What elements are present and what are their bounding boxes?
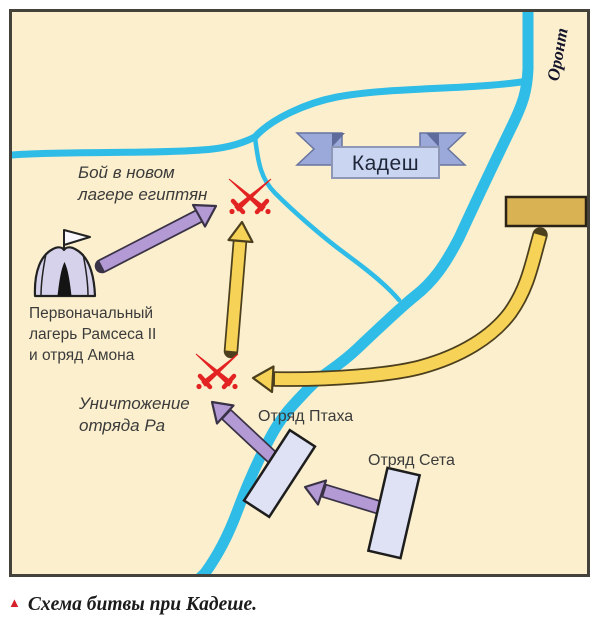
seth-advance-arrow: [303, 479, 392, 517]
label-seth-division: Отряд Сета: [368, 452, 455, 469]
egyptian-camp-advance-arrow: [94, 203, 218, 274]
battle-marker-new-camp: [229, 179, 271, 214]
caption-text: Схема битвы при Кадеше.: [27, 594, 258, 615]
label-original-camp: Первоначальный лагерь Рамсеса II и отряд…: [29, 305, 157, 364]
label-ra-destruction: Уничтожение отряда Ра: [79, 394, 190, 435]
kadesh-stream: [252, 134, 402, 303]
hittite-charge-arrow: [223, 220, 254, 359]
hittite-flank-arrow: [251, 227, 548, 394]
label-ptah-division: Отряд Птаха: [258, 408, 354, 425]
battle-marker-ra: [196, 354, 238, 389]
orontes-tributary: [251, 77, 532, 141]
city-banner-ribbon: [295, 132, 467, 179]
tent-icon: [33, 229, 97, 298]
west-river: [12, 133, 259, 159]
ptah-unit: [242, 428, 317, 519]
map-graphics: [12, 12, 587, 574]
label-new-camp-battle: Бой в новом лагере египтян: [78, 163, 208, 204]
seth-unit: [366, 466, 422, 560]
city-banner-label: Кадеш: [351, 152, 420, 175]
banner-fold-right: [426, 133, 439, 147]
ptah-advance-arrow: [210, 400, 281, 466]
caption-triangle-icon: ▲: [8, 595, 21, 610]
hittite-unit: [504, 195, 587, 228]
orontes-river: [196, 12, 534, 574]
map-canvas: Бой в новом лагере египтян Первоначальны…: [9, 9, 590, 577]
figure-caption: ▲ Схема битвы при Кадеше.: [8, 594, 568, 616]
banner-fold-left: [332, 133, 345, 147]
